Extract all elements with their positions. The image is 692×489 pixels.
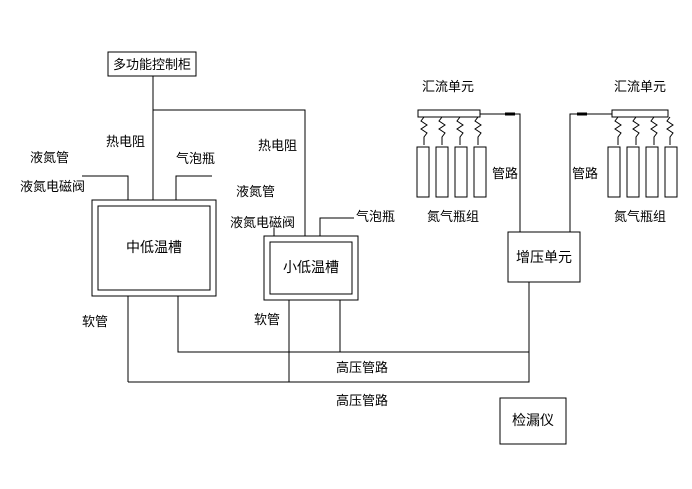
liquid-nitrogen-pipe-label-2: 液氮管	[236, 185, 275, 200]
left-bottle	[435, 116, 449, 198]
bubble-bottle-label-1: 气泡瓶	[176, 151, 215, 167]
left-pipe-label: 管路	[492, 166, 518, 182]
left-bottle	[454, 116, 468, 198]
thermistor-label-1: 热电阻	[106, 135, 145, 150]
right-pipe-label: 管路	[572, 166, 598, 182]
thermistor-label-2: 热电阻	[258, 139, 297, 154]
right-manifold-bar	[611, 109, 669, 118]
left-bottle-group	[416, 116, 487, 198]
high-pressure-label-2: 高压管路	[336, 393, 388, 409]
right-manifold-pipe	[569, 113, 612, 232]
small-low-tank-inner	[269, 241, 353, 295]
bubble-bottle-label-2: 气泡瓶	[356, 209, 395, 225]
left-bottle	[473, 116, 487, 198]
small-low-tank-label: 小低温槽	[283, 260, 339, 276]
liquid-nitrogen-valve-label-2: 液氮电磁阀	[230, 216, 295, 231]
liquid-nitrogen-lead-1	[82, 175, 129, 200]
right-manifold-label: 汇流单元	[614, 80, 666, 95]
hose-label-1: 软管	[82, 315, 108, 330]
control-cabinet-box	[107, 51, 197, 77]
leak-detector-label: 检漏仪	[512, 413, 554, 429]
control-cabinet-label: 多功能控制柜	[113, 57, 191, 73]
right-bottle	[607, 116, 622, 198]
right-bottle	[645, 116, 659, 198]
mid-low-tank-inner	[97, 205, 211, 291]
hose-label-2: 软管	[254, 313, 280, 328]
left-manifold-pipe	[480, 113, 521, 232]
liquid-nitrogen-valve-label-1: 液氮电磁阀	[20, 180, 85, 195]
right-bottle-group	[607, 116, 678, 198]
high-pressure-label-1: 高压管路	[336, 360, 388, 376]
mid-low-tank-label: 中低温槽	[126, 240, 182, 256]
bubble-bottle-lead-1	[175, 175, 212, 200]
left-bottles-label: 氮气瓶组	[427, 209, 479, 225]
booster-unit-label: 增压单元	[516, 250, 572, 266]
high-pressure-line-2	[128, 352, 530, 383]
left-manifold-label: 汇流单元	[422, 80, 474, 95]
booster-unit-box	[507, 231, 581, 283]
left-manifold-bar	[417, 109, 481, 118]
bubble-bottle-lead-2	[319, 217, 354, 236]
left-bottle	[416, 116, 430, 198]
high-pressure-line-1	[177, 282, 530, 353]
liquid-nitrogen-pipe-label-1: 液氮管	[30, 151, 69, 166]
right-bottle	[626, 116, 640, 198]
right-bottles-label: 氮气瓶组	[614, 209, 666, 225]
leak-detector-box	[499, 397, 567, 445]
cabinet-to-small-tank-line	[153, 109, 306, 240]
right-bottle	[664, 116, 678, 198]
